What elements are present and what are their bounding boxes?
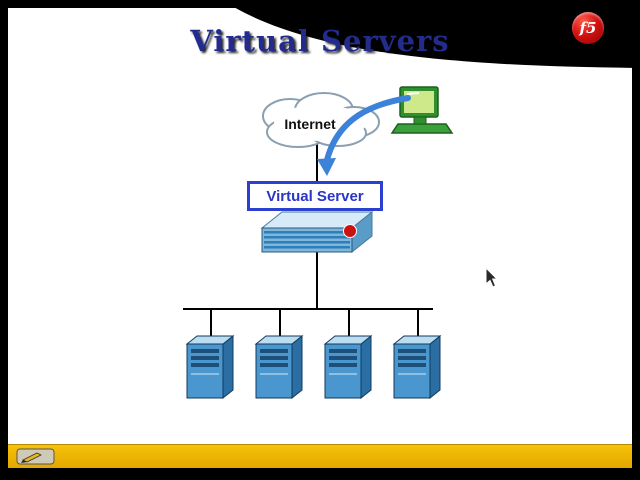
virtual-server-label: Virtual Server: [266, 187, 364, 205]
slide-footer-bar: [8, 444, 632, 468]
f5-logo-icon: f5: [572, 12, 604, 44]
virtual-server-box: Virtual Server: [247, 181, 383, 211]
slide-title: Virtual Servers: [190, 24, 450, 58]
annotation-pen-tool-icon[interactable]: [16, 448, 56, 466]
slide-background: [8, 8, 632, 468]
internet-label: Internet: [284, 116, 336, 132]
f5-logo-text: f5: [579, 19, 597, 37]
